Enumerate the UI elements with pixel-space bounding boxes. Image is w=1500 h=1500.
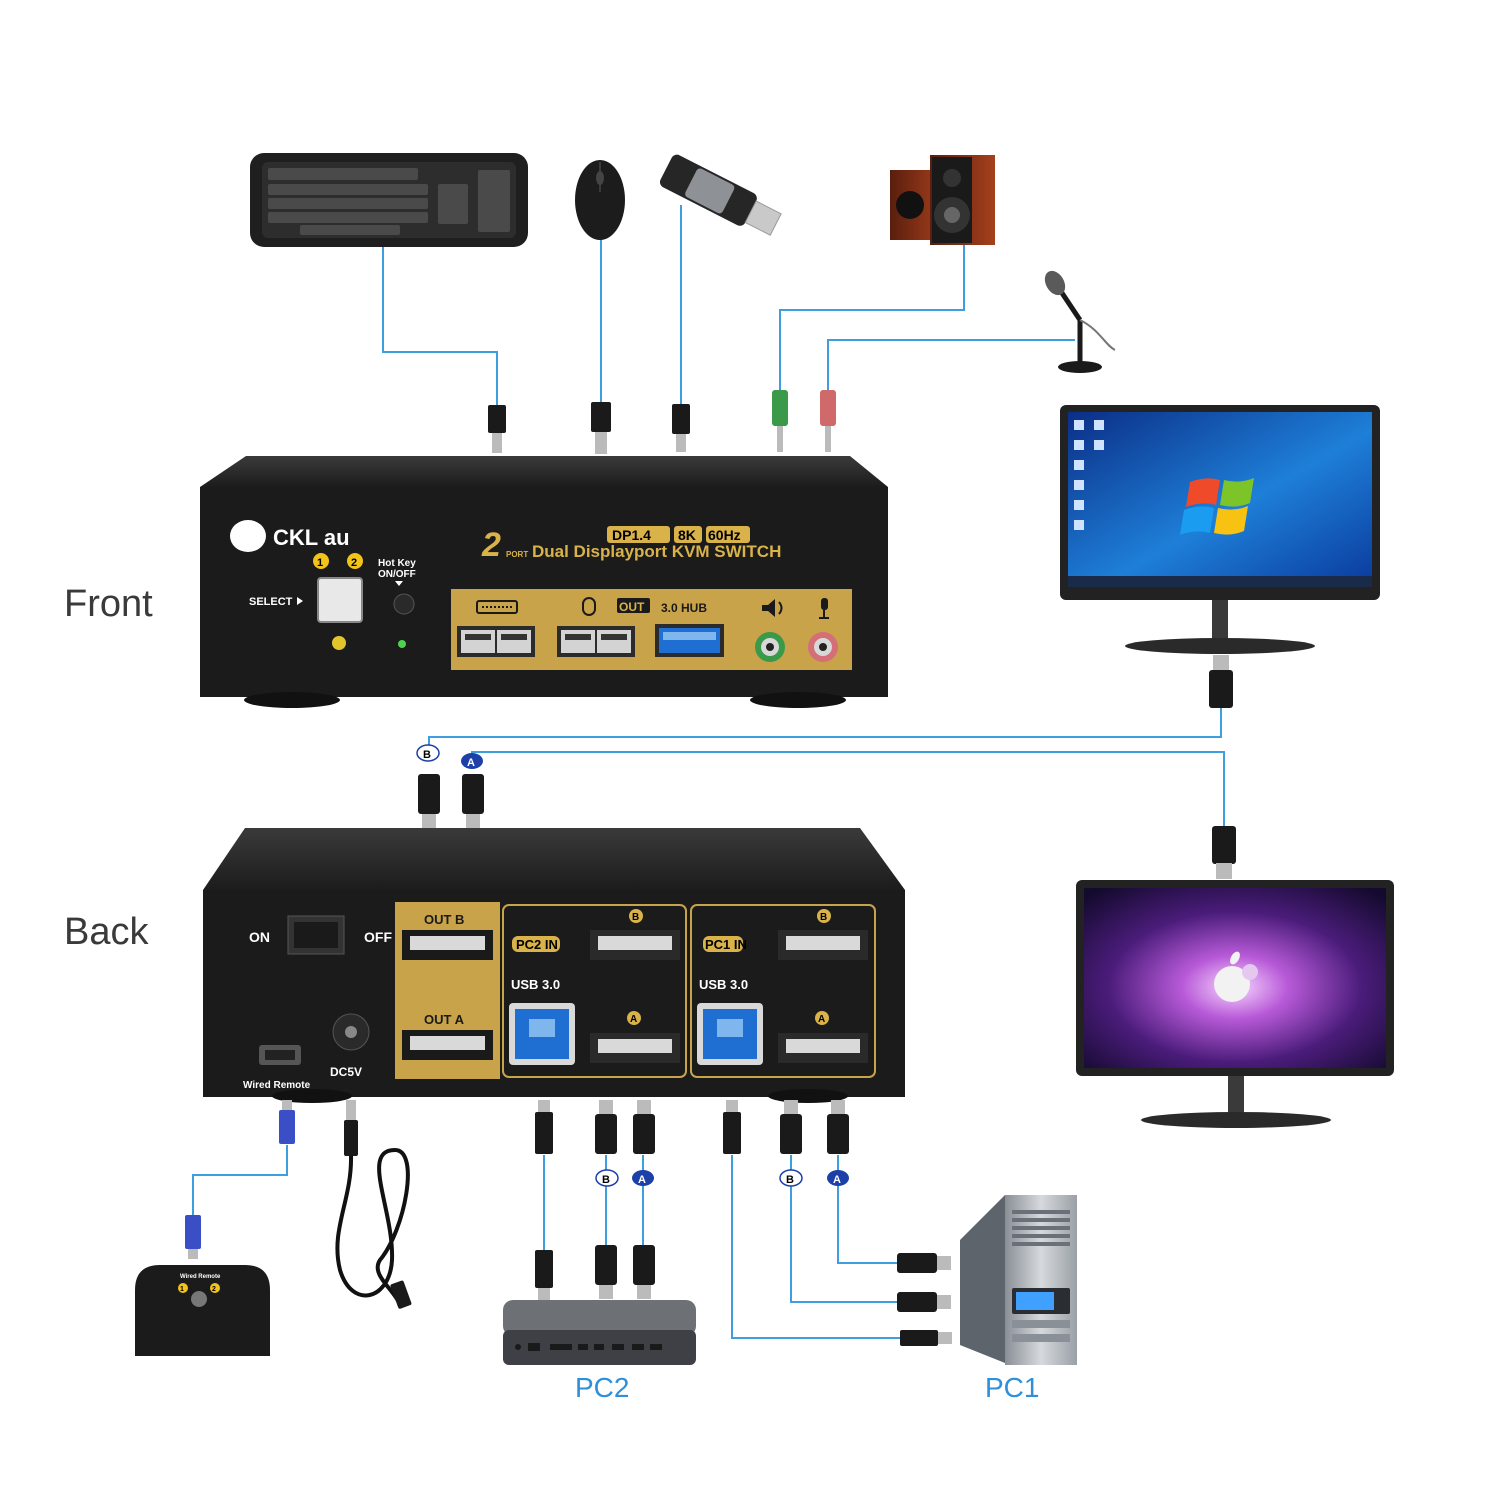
pc1-dpa-cable xyxy=(837,1155,905,1264)
remote-cable xyxy=(192,1145,288,1215)
hotkey-led xyxy=(398,640,406,648)
hotkey-label: Hot Key xyxy=(378,558,416,569)
usb-drive-icon xyxy=(659,154,782,236)
pc-tower-icon xyxy=(960,1195,1077,1365)
usb3-hub-port[interactable] xyxy=(655,624,724,657)
mic-in-jack[interactable] xyxy=(808,632,838,662)
pc2-usb-label: USB 3.0 xyxy=(511,977,560,992)
select-label: SELECT xyxy=(249,596,293,608)
front-label: Front xyxy=(64,583,153,625)
speaker-port-icon xyxy=(762,599,783,617)
mouse-icon xyxy=(575,160,625,240)
select-num-2: 2 xyxy=(351,557,357,569)
monitor-windows xyxy=(1060,405,1380,654)
pc2-plugs-top: B A xyxy=(535,1100,655,1187)
usb-port-mouse[interactable] xyxy=(557,626,635,657)
mic-cable xyxy=(827,339,1075,390)
hotkey-state: ON/OFF xyxy=(378,569,416,580)
monitor2-plug xyxy=(1212,826,1236,879)
out-label: OUT xyxy=(619,600,645,614)
keyboard-icon xyxy=(250,153,528,247)
pc1-group xyxy=(690,904,876,1078)
monitor1-plug xyxy=(1209,655,1233,708)
product-title: Dual Displayport KVM SWITCH xyxy=(532,542,781,561)
usb-port-keyboard[interactable] xyxy=(457,626,535,657)
pc1-in-label: PC1 IN xyxy=(705,937,747,952)
keyboard-cable xyxy=(382,245,498,405)
desktop-icons xyxy=(1074,420,1104,530)
front-plugs xyxy=(488,390,836,454)
brand-text: CKL au xyxy=(273,525,350,550)
brand-logo: CKL au xyxy=(230,520,350,552)
pc1-label: PC1 xyxy=(985,1372,1040,1403)
pc1-a-label: A xyxy=(818,1014,825,1025)
remote-plug-bottom xyxy=(185,1215,201,1259)
badge-8k: 8K xyxy=(678,527,696,543)
wired-remote-label: Wired Remote xyxy=(243,1080,311,1091)
tag-pc1-b: B xyxy=(786,1174,794,1186)
select-led xyxy=(332,636,346,650)
dc-cable xyxy=(335,1100,412,1309)
mic-port-icon xyxy=(819,598,829,619)
badge-dp14: DP1.4 xyxy=(612,527,651,543)
audio-out-jack[interactable] xyxy=(755,632,785,662)
pc2-group xyxy=(502,904,687,1078)
pc2-plugs-bottom xyxy=(535,1245,655,1300)
spec-badges: DP1.4 8K 60Hz xyxy=(607,526,750,543)
pc2-a-label: A xyxy=(630,1014,637,1025)
mouse-port-icon xyxy=(582,597,596,616)
pc1-b-label: B xyxy=(820,912,827,923)
remote-title: Wired Remote xyxy=(180,1274,221,1280)
pc1-usb-cable xyxy=(731,1155,905,1339)
out-a-label: OUT A xyxy=(424,1012,465,1027)
pc2-b-label: B xyxy=(632,912,639,923)
monitor-mac xyxy=(1076,880,1394,1128)
remote-num-2: 2 xyxy=(212,1286,216,1293)
keyboard-port-icon xyxy=(476,600,518,614)
remote-button[interactable] xyxy=(191,1291,207,1307)
back-label: Back xyxy=(64,911,149,953)
pc1-dpb-cable xyxy=(790,1155,905,1303)
pc2-in-label: PC2 IN xyxy=(516,937,558,952)
out-b-label: OUT B xyxy=(424,912,464,927)
tag-pc2-b: B xyxy=(602,1174,610,1186)
off-label: OFF xyxy=(364,929,392,945)
apple-logo-icon xyxy=(1214,951,1258,1002)
badge-60hz: 60Hz xyxy=(708,527,741,543)
dc-label: DC5V xyxy=(330,1065,362,1079)
speaker-cable xyxy=(779,245,965,390)
hub-label: 3.0 HUB xyxy=(661,601,707,615)
cables xyxy=(192,205,1225,1339)
remote-num-1: 1 xyxy=(180,1286,184,1293)
tag-pc1-a: A xyxy=(833,1174,841,1186)
select-num-1: 1 xyxy=(317,557,323,569)
microphone-icon xyxy=(1044,270,1116,373)
pc2-label: PC2 xyxy=(575,1372,630,1403)
select-button[interactable] xyxy=(317,577,363,623)
monitor2-cable xyxy=(471,751,1225,826)
tag-out-b: B xyxy=(423,749,431,761)
pc1-usb-label: USB 3.0 xyxy=(699,977,748,992)
power-switch[interactable] xyxy=(294,922,338,948)
speakers-icon xyxy=(890,155,995,245)
windows-logo-icon xyxy=(1180,478,1254,535)
remote-plug-top xyxy=(279,1100,295,1144)
pc1-plugs-top: B A xyxy=(723,1100,849,1187)
kvm-back-panel: ON OFF Wired Remote DC5V OUT B OUT A PC2… xyxy=(203,828,905,1103)
port-count: 2 xyxy=(481,526,501,564)
on-label: ON xyxy=(249,929,270,945)
mac-mini-icon xyxy=(503,1300,696,1365)
tag-out-a: A xyxy=(467,757,475,769)
port-word: PORT xyxy=(506,550,528,559)
back-output-plugs: B A xyxy=(416,744,484,828)
hotkey-button[interactable] xyxy=(393,593,415,615)
kvm-front-panel: CKL au 2 PORT Dual Displayport KVM SWITC… xyxy=(200,456,888,708)
pc1-plugs-side xyxy=(897,1253,952,1346)
wired-remote-device: Wired Remote 1 2 xyxy=(135,1265,270,1356)
tag-pc2-a: A xyxy=(638,1174,646,1186)
